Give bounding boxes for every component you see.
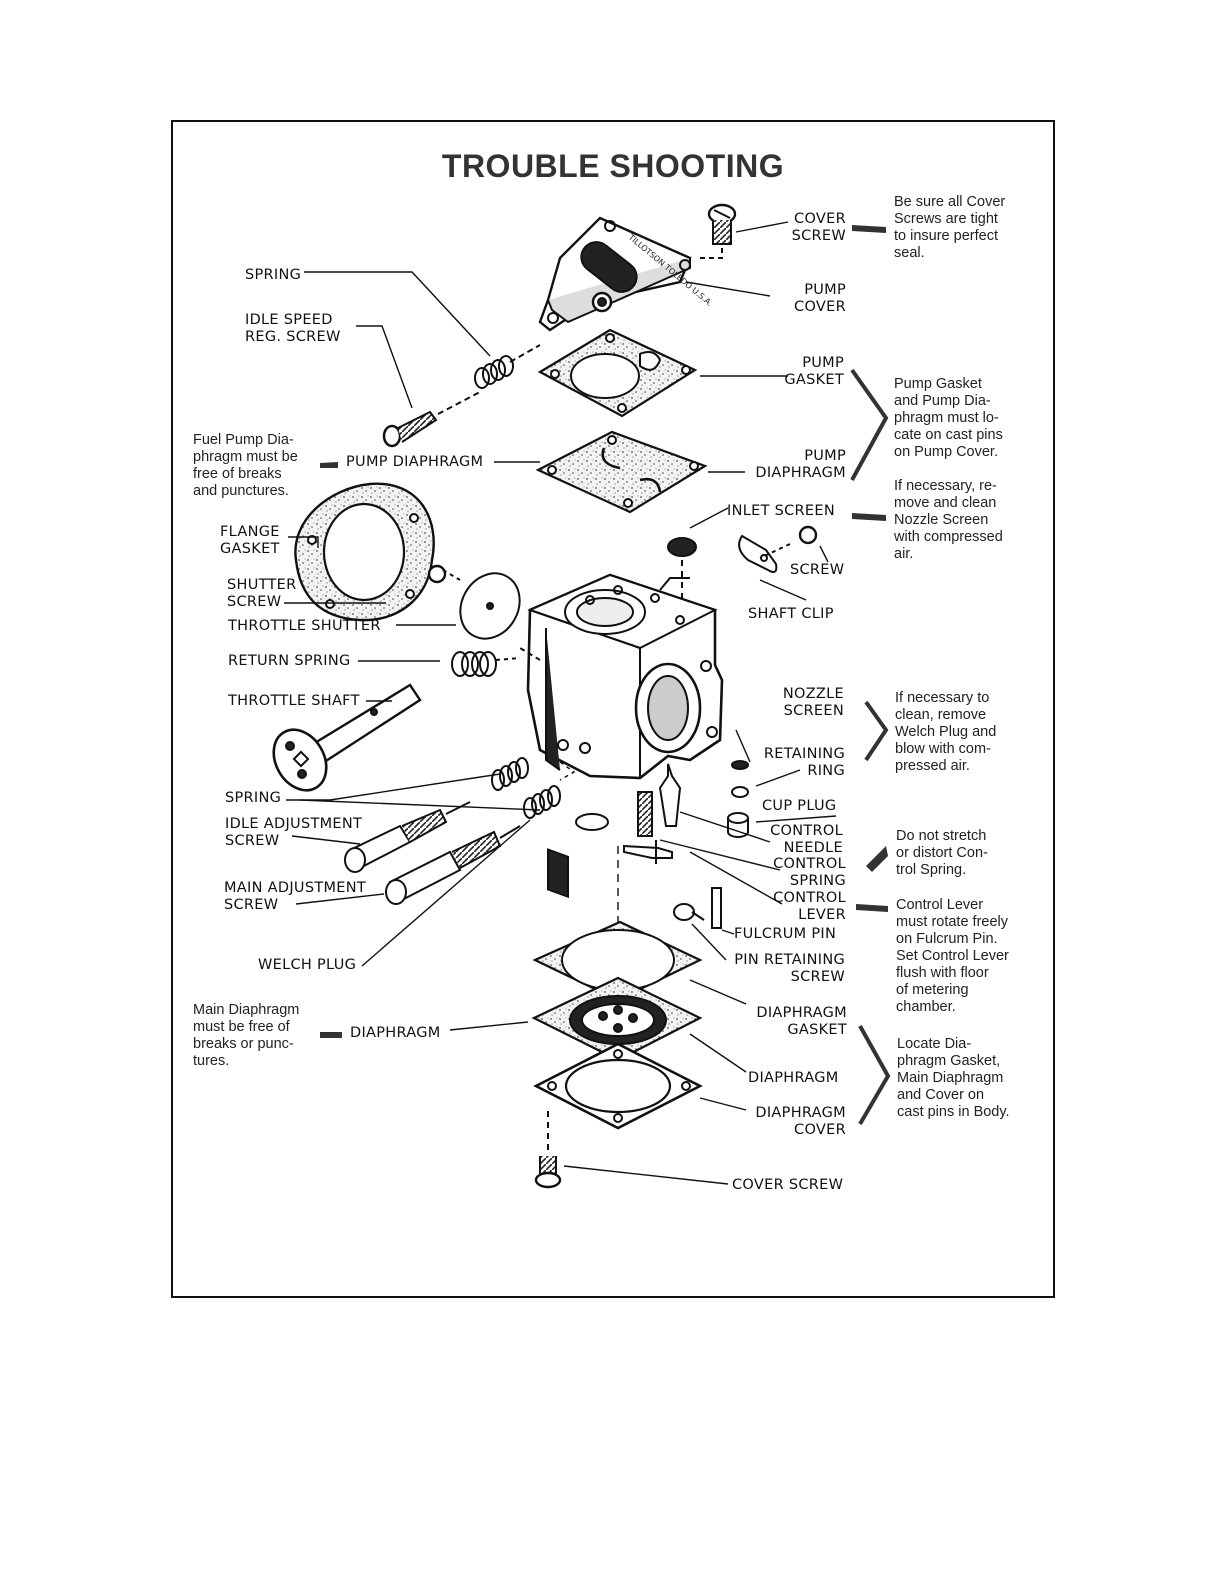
pin-retaining-screw-part (673, 903, 705, 921)
welch-plug-part (575, 813, 609, 831)
label-fulcrum-pin: FULCRUM PIN (734, 926, 837, 942)
shaft-clip-part (738, 534, 778, 573)
note-locate-diaphragm: Locate Dia-phragm Gasket, Main Diaphragm… (897, 1036, 1010, 1120)
cup-plug-part (727, 812, 749, 838)
idle-speed-spring-part (474, 344, 541, 389)
label-diaphragm-left: DIAPHRAGM (350, 1025, 441, 1041)
screen-screw-part (759, 525, 818, 559)
control-needle-part (658, 763, 682, 827)
label-screw: SCREW (790, 562, 845, 578)
leader-lines (284, 221, 837, 1185)
pump-gasket-part (537, 328, 698, 418)
shutter-screw-part (427, 564, 461, 584)
label-spring-top: SPRING (245, 267, 302, 283)
pointer-control-spring (866, 846, 888, 872)
diaphragm-gasket-part (532, 920, 703, 1002)
idle-speed-screw-part (382, 391, 481, 448)
pointer-cover-screws (852, 225, 886, 233)
diaphragm-cover-part (533, 1042, 703, 1130)
label-pump-diaphragm-left: PUMP DIAPHRAGM (346, 454, 484, 470)
note-pointers (320, 225, 888, 1038)
label-welch-plug: WELCH PLUG (258, 957, 357, 973)
inlet-screen-part (667, 537, 697, 600)
return-spring-part (451, 651, 521, 677)
brace-pump (850, 368, 889, 481)
note-braces (850, 368, 891, 1126)
label-diaphragm-right: DIAPHRAGM (748, 1070, 839, 1086)
retaining-ring-part (731, 786, 749, 798)
flange-gasket-part (294, 482, 435, 622)
label-throttle-shaft: THROTTLE SHAFT (228, 693, 360, 709)
control-spring-part (637, 791, 653, 837)
control-lever-part (623, 840, 673, 864)
label-spring-lower: SPRING (225, 790, 282, 806)
pointer-control-lever (856, 904, 888, 912)
brace-welch (864, 700, 889, 762)
pointer-nozzle-screen (852, 513, 886, 521)
fulcrum-pin-part (711, 887, 722, 929)
page-title: TROUBLE SHOOTING (441, 148, 785, 184)
top-cover-screw-part (700, 203, 737, 259)
label-return-spring: RETURN SPRING (228, 653, 351, 669)
note-nozzle-screen-clean: If necessary, re-move and clean Nozzle S… (894, 478, 1003, 562)
pump-diaphragm-part (535, 430, 708, 514)
brace-diaphragm (858, 1025, 891, 1126)
pump-cover-part: TILLOTSON TOLEDO U.S.A. (538, 216, 714, 332)
main-diaphragm-part (531, 976, 703, 1062)
pointer-fuel-pump (320, 462, 338, 468)
idle-adjustment-screw-part (344, 801, 471, 873)
main-adjustment-screw-part (385, 825, 521, 905)
note-fuel-pump-diaphragm: Fuel Pump Dia-phragm must be free of bre… (193, 432, 298, 499)
lower-spring-part-2 (523, 785, 561, 819)
nozzle-screen-part (731, 760, 749, 770)
pointer-main-diaphragm (320, 1032, 342, 1038)
label-throttle-shutter: THROTTLE SHUTTER (228, 618, 381, 634)
throttle-shutter-part (459, 572, 521, 640)
label-cup-plug: CUP PLUG (762, 798, 837, 814)
bottom-cover-screw-part (534, 1106, 562, 1189)
lower-spring-part-1 (491, 757, 529, 791)
label-shaft-clip: SHAFT CLIP (748, 606, 834, 622)
label-cover-screw-bottom: COVER SCREW (732, 1177, 844, 1193)
label-inlet-screen: INLET SCREEN (727, 503, 836, 519)
alignment-line-body (559, 761, 576, 781)
page-frame (171, 120, 1055, 1298)
carburetor-body-part (519, 573, 724, 899)
throttle-shaft-part (272, 683, 422, 792)
